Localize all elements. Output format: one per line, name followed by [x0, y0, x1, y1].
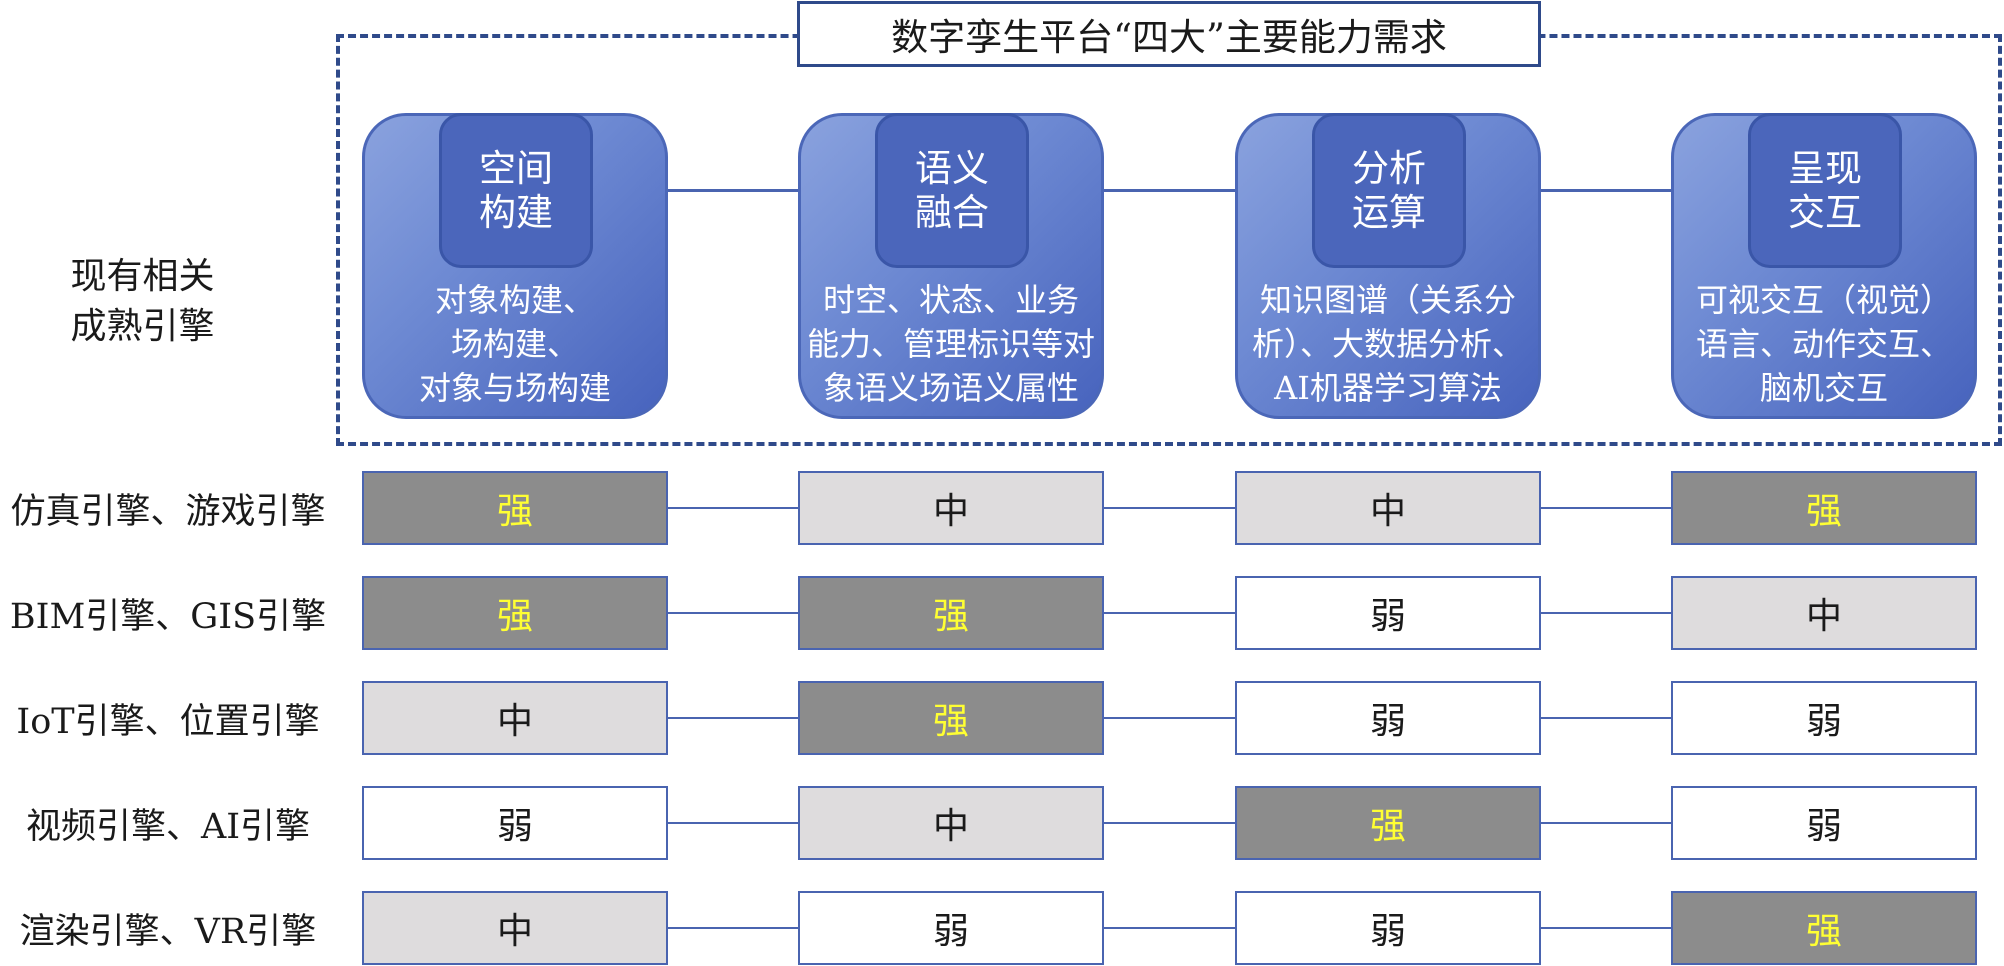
capability-description: 时空、状态、业务能力、管理标识等对象语义场语义属性	[807, 274, 1096, 414]
capability-name-line: 融合	[915, 190, 989, 234]
row-connector	[1104, 927, 1235, 929]
rating-cell-weak: 弱	[1235, 681, 1541, 755]
capability-description-line: 对象构建、	[434, 281, 595, 319]
rating-cell-strong: 强	[1235, 786, 1541, 860]
capability-name-line: 构建	[479, 190, 553, 234]
row-connector	[668, 927, 798, 929]
engine-row-label: BIM引擎、GIS引擎	[9, 596, 327, 637]
row-connector	[1541, 612, 1671, 614]
capability-name: 语义融合	[875, 113, 1029, 268]
capability-description-line: AI机器学习算法	[1274, 369, 1502, 407]
rating-cell-medium: 中	[362, 681, 668, 755]
row-connector	[668, 822, 798, 824]
rating-cell-strong: 强	[1671, 891, 1977, 965]
existing-engines-label-line: 现有相关	[70, 256, 215, 297]
capability-connector	[1104, 189, 1235, 192]
existing-engines-label-line: 成熟引擎	[70, 306, 215, 347]
row-connector	[1104, 717, 1235, 719]
rating-cell-weak: 弱	[1671, 681, 1977, 755]
capability-description-line: 脑机交互	[1759, 369, 1888, 407]
capability-name-line: 运算	[1352, 190, 1426, 234]
row-connector	[668, 612, 798, 614]
row-connector	[1541, 717, 1671, 719]
row-connector	[668, 507, 798, 509]
capability-description-line: 时空、状态、业务	[822, 281, 1079, 319]
rating-cell-strong: 强	[798, 681, 1104, 755]
capability-card: 呈现交互可视交互（视觉） 语言、动作交互、脑机交互	[1671, 113, 1977, 419]
rating-cell-medium: 中	[1235, 471, 1541, 545]
rating-cell-medium: 中	[1671, 576, 1977, 650]
rating-cell-weak: 弱	[1671, 786, 1977, 860]
rating-cell-medium: 中	[798, 786, 1104, 860]
rating-cell-medium: 中	[798, 471, 1104, 545]
capability-description-line: 场构建、	[450, 325, 579, 363]
row-connector	[668, 717, 798, 719]
rating-cell-weak: 弱	[362, 786, 668, 860]
capability-name-line: 交互	[1788, 190, 1862, 234]
capability-description-line: 语言、动作交互、	[1695, 325, 1952, 363]
capability-description-line: 析）、大数据分析、	[1251, 325, 1524, 363]
capability-name: 分析运算	[1312, 113, 1466, 268]
row-connector	[1541, 822, 1671, 824]
capability-name-line: 空间	[479, 146, 553, 190]
engine-row-label: 视频引擎、AI引擎	[25, 806, 311, 847]
rating-cell-strong: 强	[1671, 471, 1977, 545]
rating-cell-strong: 强	[798, 576, 1104, 650]
diagram-title: 数字孪生平台“四大”主要能力需求	[797, 1, 1541, 67]
row-connector	[1104, 822, 1235, 824]
row-connector	[1541, 927, 1671, 929]
capability-name: 空间构建	[439, 113, 593, 268]
capability-card: 分析运算知识图谱（关系分析）、大数据分析、 AI机器学习算法	[1235, 113, 1541, 419]
capability-name: 呈现交互	[1748, 113, 1902, 268]
capability-name-line: 分析	[1352, 146, 1426, 190]
row-connector	[1104, 507, 1235, 509]
capability-description: 知识图谱（关系分析）、大数据分析、 AI机器学习算法	[1246, 274, 1530, 414]
capability-connector	[668, 189, 798, 192]
capability-description-line: 可视交互（视觉）	[1695, 281, 1952, 319]
rating-cell-medium: 中	[362, 891, 668, 965]
capability-card: 语义融合时空、状态、业务能力、管理标识等对象语义场语义属性	[798, 113, 1104, 419]
capability-description-line: 知识图谱（关系分	[1259, 281, 1516, 319]
existing-engines-label: 现有相关 成熟引擎	[60, 252, 225, 352]
capability-description: 可视交互（视觉） 语言、动作交互、脑机交互	[1682, 274, 1966, 414]
capability-card: 空间构建对象构建、场构建、对象与场构建	[362, 113, 668, 419]
capability-connector	[1541, 189, 1671, 192]
rating-cell-weak: 弱	[1235, 576, 1541, 650]
rating-cell-strong: 强	[362, 471, 668, 545]
capability-description: 对象构建、场构建、对象与场构建	[373, 274, 657, 414]
engine-row-label: IoT引擎、位置引擎	[16, 701, 320, 742]
capability-description-line: 对象与场构建	[418, 369, 611, 407]
capability-name-line: 语义	[915, 146, 989, 190]
rating-cell-weak: 弱	[798, 891, 1104, 965]
engine-row-label: 渲染引擎、VR引擎	[19, 911, 317, 952]
row-connector	[1104, 612, 1235, 614]
engine-row-label: 仿真引擎、游戏引擎	[10, 491, 326, 532]
row-connector	[1541, 507, 1671, 509]
capability-description-line: 能力、管理标识等对	[807, 325, 1096, 363]
rating-cell-weak: 弱	[1235, 891, 1541, 965]
capability-description-line: 象语义场语义属性	[822, 369, 1079, 407]
rating-cell-strong: 强	[362, 576, 668, 650]
capability-name-line: 呈现	[1788, 146, 1862, 190]
